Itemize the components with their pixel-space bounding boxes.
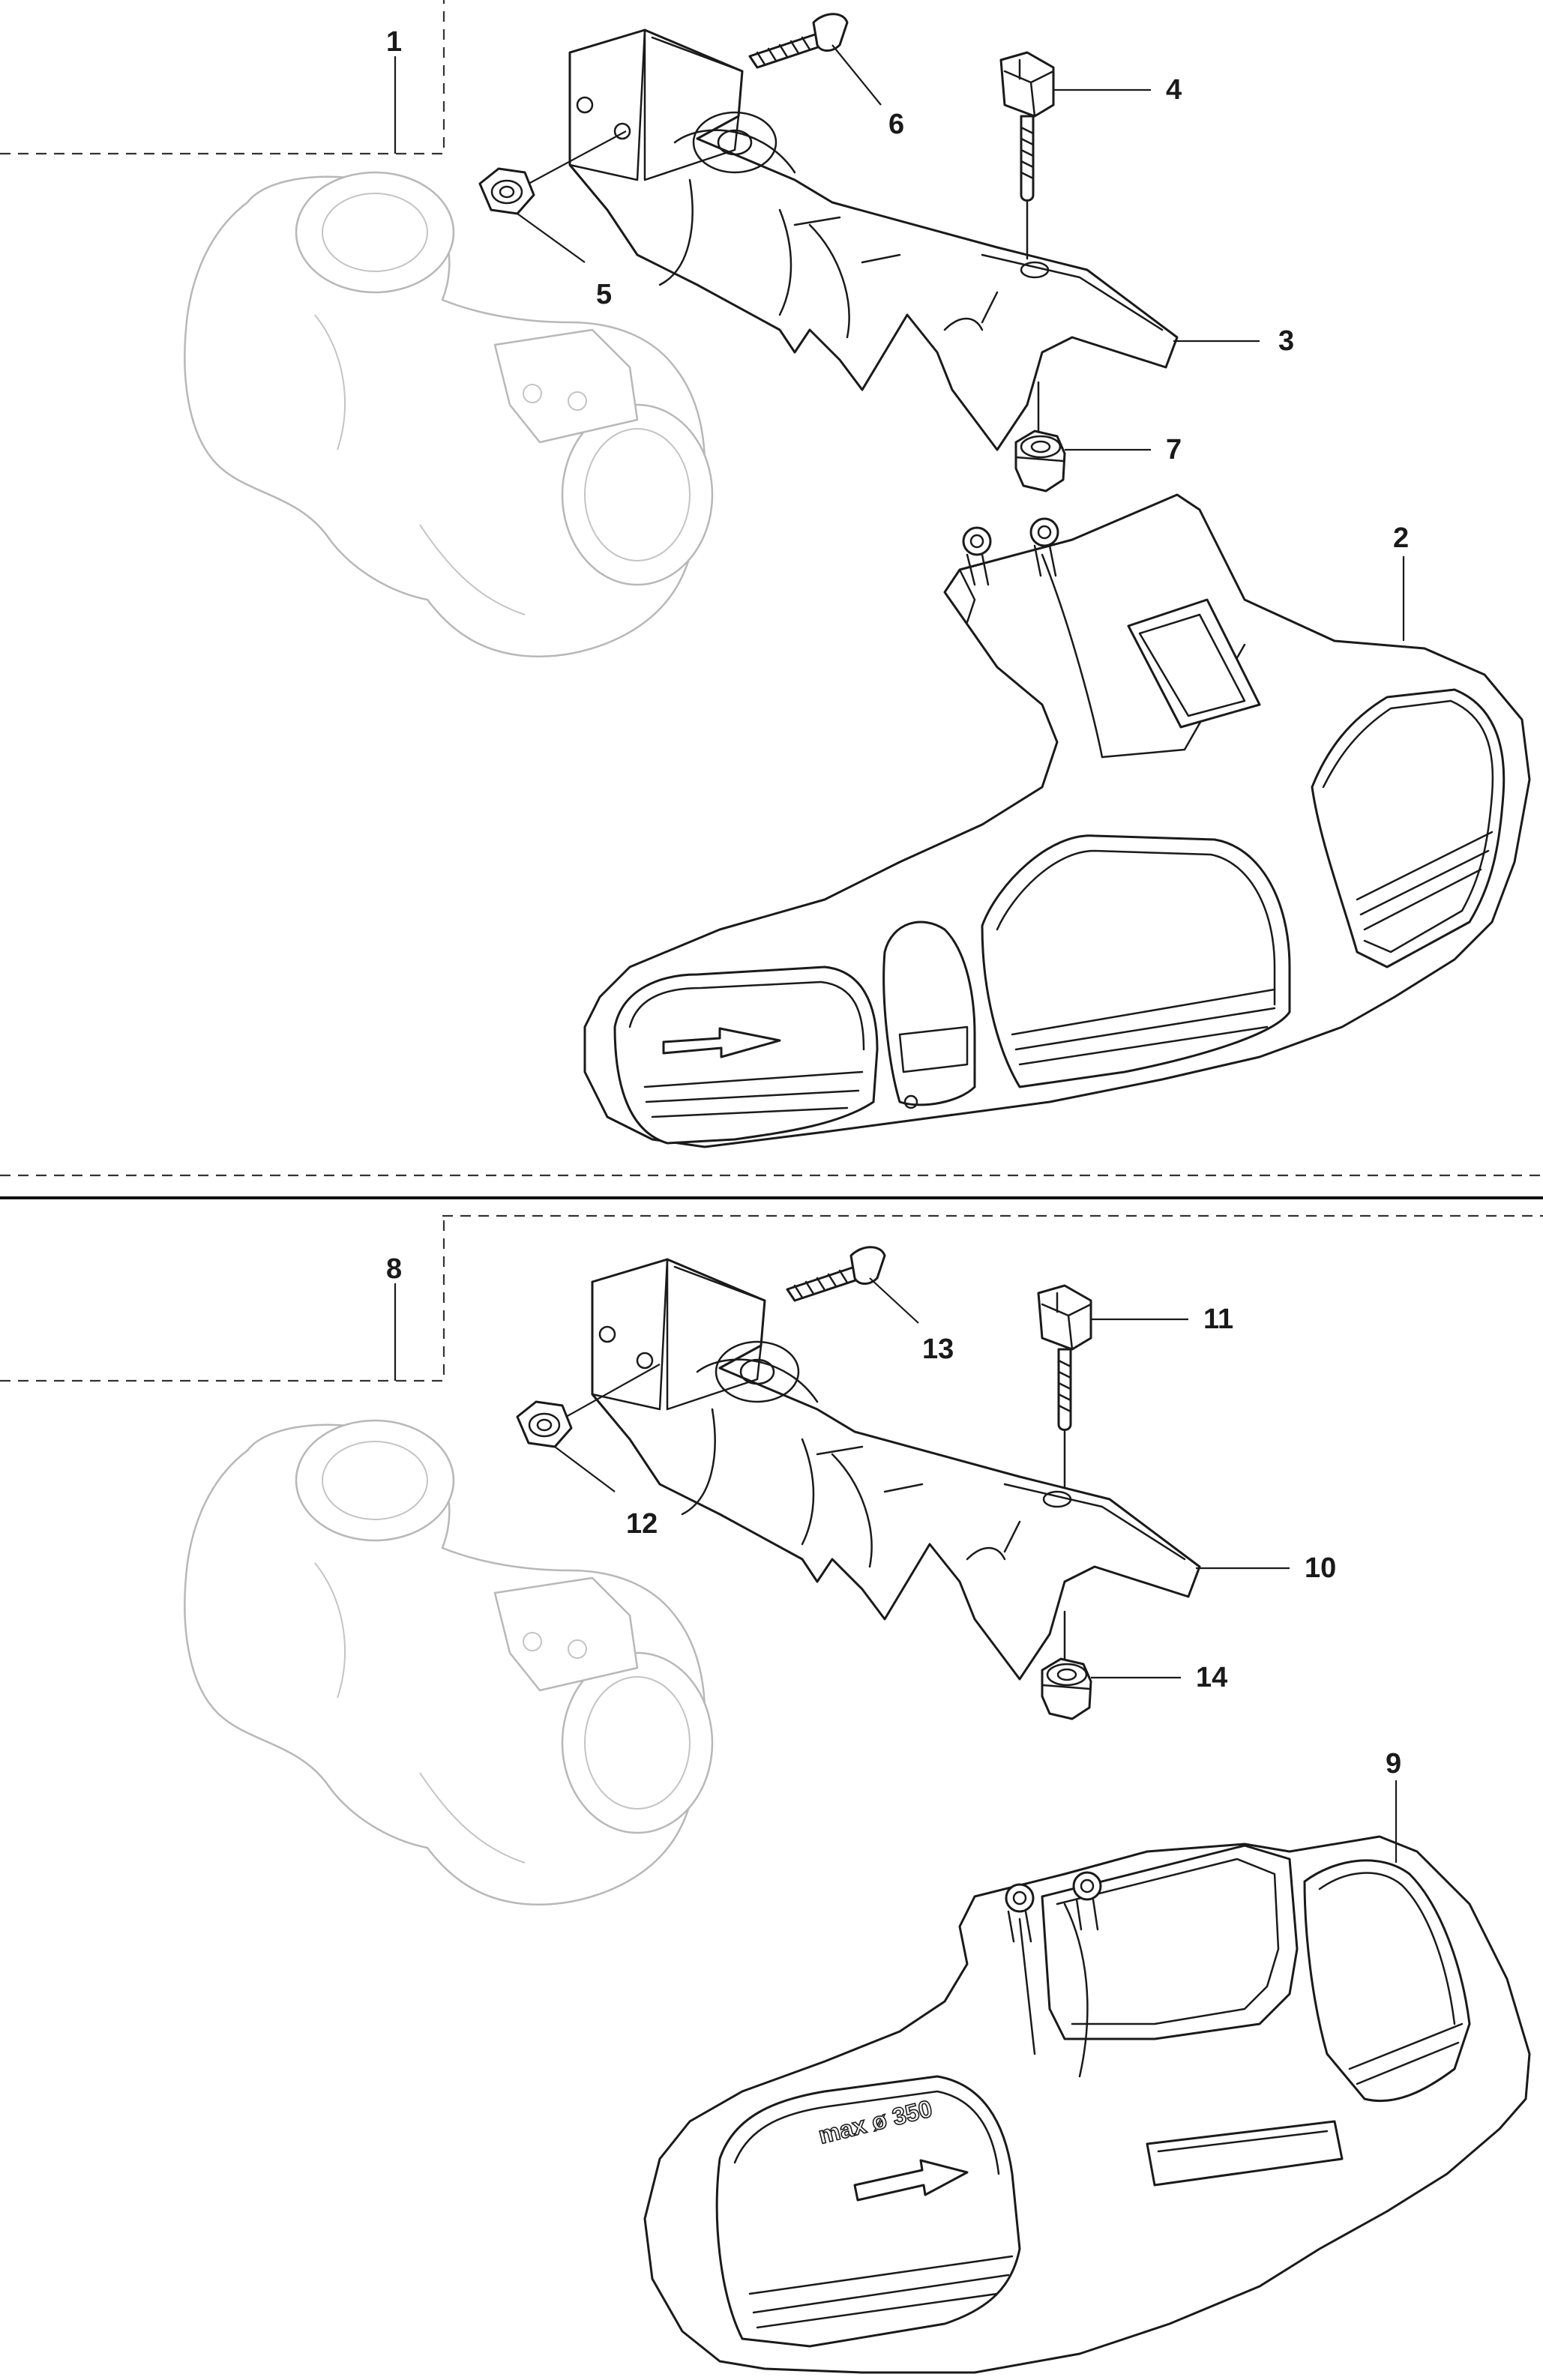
leader-12-b bbox=[554, 1446, 616, 1492]
lower-assembly: 8 13 bbox=[0, 1216, 1531, 2374]
leader-12-a bbox=[565, 1364, 661, 1418]
screw-lower-11 bbox=[1037, 1284, 1092, 1489]
upper-assembly: 1 6 bbox=[0, 0, 1531, 1148]
ghost-gearbox-lower bbox=[184, 1419, 714, 1905]
trimmer-guard-upper bbox=[583, 493, 1531, 1148]
nut-lower-14 bbox=[1041, 1657, 1092, 1720]
callout-13: 13 bbox=[922, 1334, 954, 1365]
leader-5-b bbox=[517, 213, 586, 263]
callout-7: 7 bbox=[1166, 434, 1182, 466]
nut-upper-5 bbox=[478, 167, 535, 215]
item-1-bracket bbox=[0, 0, 445, 155]
clamp-bracket-lower bbox=[591, 1258, 1201, 1681]
callout-4: 4 bbox=[1166, 74, 1182, 106]
callout-8: 8 bbox=[386, 1253, 402, 1285]
callout-1: 1 bbox=[386, 26, 402, 58]
callout-10: 10 bbox=[1305, 1552, 1336, 1584]
screw-upper-4 bbox=[999, 51, 1055, 260]
callout-2: 2 bbox=[1393, 522, 1409, 554]
callout-11: 11 bbox=[1203, 1304, 1233, 1335]
leader-5-a bbox=[528, 130, 627, 184]
callout-12: 12 bbox=[626, 1508, 658, 1540]
callout-3: 3 bbox=[1278, 325, 1294, 357]
clamp-bracket-upper bbox=[568, 28, 1179, 451]
leader-6 bbox=[831, 44, 882, 106]
guard-arrow bbox=[853, 2159, 969, 2202]
bolt-upper-6 bbox=[748, 13, 849, 69]
callout-9: 9 bbox=[1386, 1748, 1401, 1780]
callout-5: 5 bbox=[596, 279, 612, 310]
callout-14: 14 bbox=[1196, 1662, 1227, 1693]
trimmer-guard-lower: max ø 350 bbox=[643, 1835, 1531, 2374]
nut-lower-12 bbox=[516, 1400, 573, 1448]
item-8-bracket bbox=[0, 1216, 445, 1382]
ghost-gearbox-upper bbox=[184, 171, 714, 657]
callout-6: 6 bbox=[888, 109, 904, 140]
bolt-lower-13 bbox=[786, 1246, 886, 1302]
leader-13 bbox=[869, 1277, 919, 1324]
nut-upper-7 bbox=[1014, 430, 1066, 492]
